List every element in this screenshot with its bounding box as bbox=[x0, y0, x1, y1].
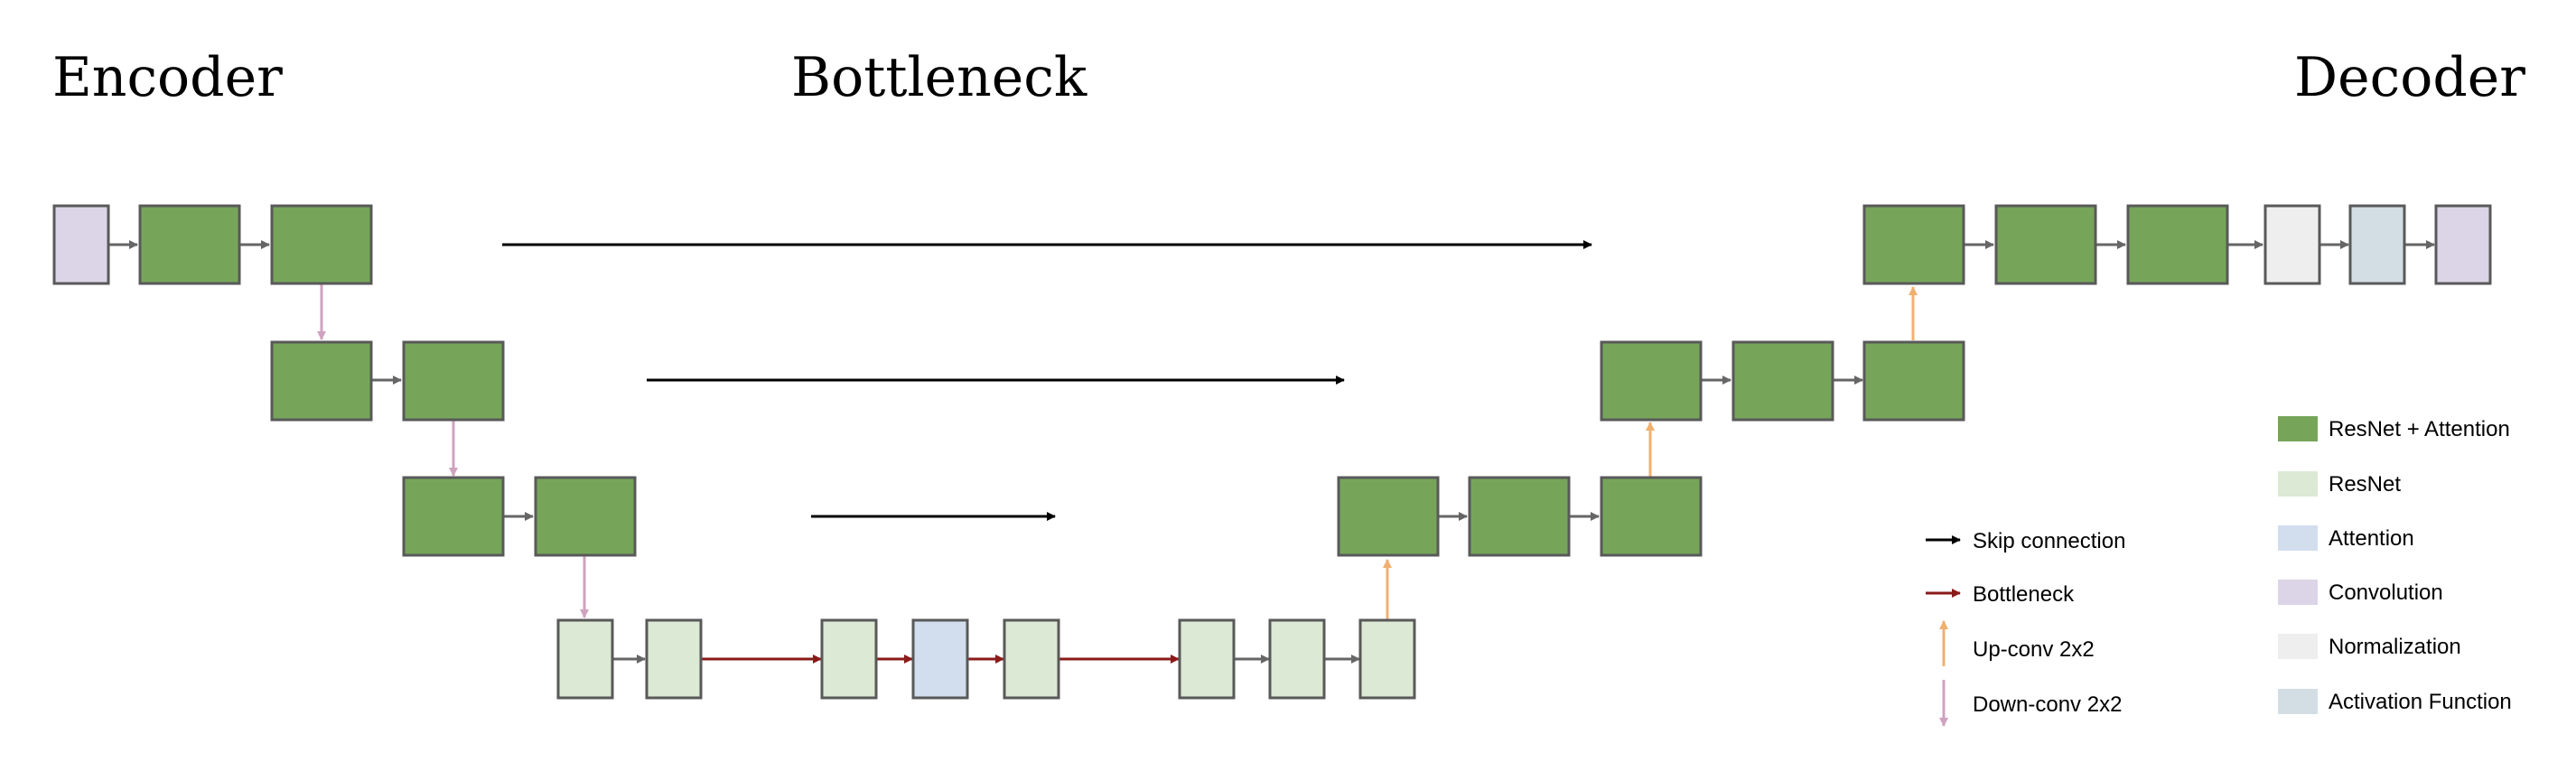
resnet-attention-block bbox=[1337, 476, 1440, 557]
resnet-attention-block bbox=[1600, 476, 1703, 557]
legend-label-up-conv: Up-conv 2x2 bbox=[1973, 637, 2095, 662]
bottleneck-heading: Bottleneck bbox=[791, 46, 1087, 109]
resnet-block bbox=[1003, 618, 1060, 700]
legend-swatch-attention bbox=[2278, 525, 2318, 551]
block-legend: ResNet + Attention ResNet Attention Conv… bbox=[2278, 416, 2512, 714]
decoder-heading: Decoder bbox=[2294, 46, 2525, 109]
legend-label-bottleneck: Bottleneck bbox=[1973, 582, 2075, 607]
arrow-legend: Skip connection Bottleneck Up-conv 2x2 D… bbox=[1926, 529, 2125, 727]
legend-label-attention: Attention bbox=[2329, 526, 2414, 551]
resnet-attention-block bbox=[270, 340, 373, 422]
legend-label-convolution: Convolution bbox=[2329, 580, 2443, 605]
resnet-attention-block bbox=[1731, 340, 1834, 422]
resnet-attention-block bbox=[2126, 204, 2229, 285]
convolution-block bbox=[2434, 204, 2492, 285]
legend-swatch-normalization bbox=[2278, 634, 2318, 659]
legend-swatch-convolution bbox=[2278, 580, 2318, 605]
legend-label-normalization: Normalization bbox=[2329, 635, 2461, 659]
legend-label-resnet: ResNet bbox=[2329, 472, 2401, 497]
resnet-attention-block bbox=[1600, 340, 1703, 422]
resnet-attention-block bbox=[1994, 204, 2097, 285]
legend-label-skip-connection: Skip connection bbox=[1973, 529, 2125, 553]
convolution-block bbox=[52, 204, 110, 285]
resnet-block bbox=[1178, 618, 1236, 700]
legend-label-activation-function: Activation Function bbox=[2329, 690, 2512, 714]
resnet-attention-block bbox=[1862, 340, 1965, 422]
normalization-block bbox=[2263, 204, 2321, 285]
legend-swatch-activation-function bbox=[2278, 689, 2318, 714]
resnet-block bbox=[820, 618, 878, 700]
resnet-attention-block bbox=[1468, 476, 1571, 557]
resnet-block bbox=[1358, 618, 1416, 700]
legend-swatch-resnet-attention bbox=[2278, 416, 2318, 441]
resnet-block bbox=[1268, 618, 1326, 700]
resnet-attention-block bbox=[402, 340, 505, 422]
resnet-attention-block bbox=[138, 204, 241, 285]
resnet-attention-block bbox=[270, 204, 373, 285]
resnet-block bbox=[556, 618, 614, 700]
encoder-heading: Encoder bbox=[52, 46, 283, 109]
activation-function-block bbox=[2348, 204, 2406, 285]
legend-label-down-conv: Down-conv 2x2 bbox=[1973, 692, 2122, 717]
resnet-attention-block bbox=[1862, 204, 1965, 285]
attention-block bbox=[911, 618, 969, 700]
legend-swatch-resnet bbox=[2278, 471, 2318, 497]
legend-label-resnet-attention: ResNet + Attention bbox=[2329, 417, 2510, 441]
resnet-attention-block bbox=[402, 476, 505, 557]
resnet-block bbox=[645, 618, 703, 700]
resnet-attention-block bbox=[534, 476, 637, 557]
